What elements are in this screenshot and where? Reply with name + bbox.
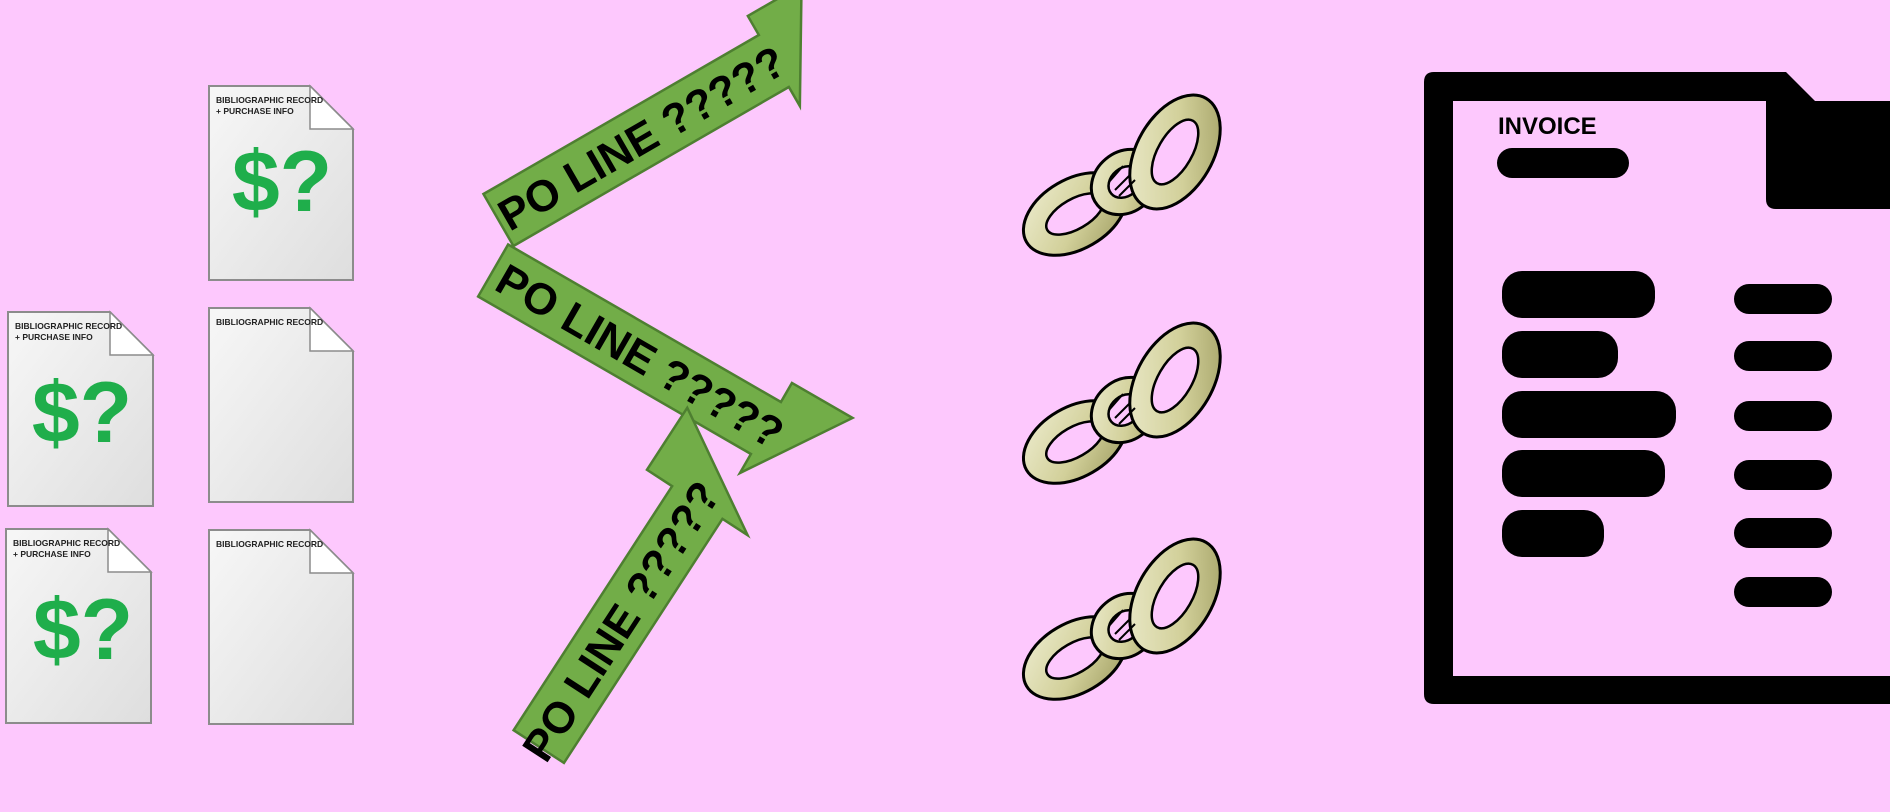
invoice-item-bar bbox=[1502, 331, 1618, 378]
invoice-amount-bar bbox=[1734, 577, 1832, 607]
invoice-amount-bar bbox=[1734, 460, 1832, 490]
doc-header-line2: + PURCHASE INFO bbox=[13, 549, 91, 559]
invoice-amount-bar bbox=[1734, 401, 1832, 431]
chain-link-icon bbox=[1007, 305, 1241, 502]
doc-header-line1: BIBLIOGRAPHIC RECORD bbox=[15, 321, 122, 331]
bibliographic-record-document: BIBLIOGRAPHIC RECORD bbox=[208, 528, 355, 725]
bibliographic-record-document: BIBLIOGRAPHIC RECORD + PURCHASE INFO $? bbox=[7, 310, 155, 507]
invoice-amount-bar bbox=[1734, 341, 1832, 371]
arrow-label: PO LINE ????? bbox=[490, 37, 794, 241]
po-line-arrow: PO LINE ????? bbox=[511, 405, 751, 770]
chain-link-icon bbox=[1007, 77, 1241, 274]
doc-header-line1: BIBLIOGRAPHIC RECORD bbox=[216, 539, 323, 549]
bibliographic-record-document: BIBLIOGRAPHIC RECORD + PURCHASE INFO $? bbox=[5, 527, 153, 724]
invoice-amount-bar bbox=[1734, 284, 1832, 314]
invoice-amount-bar bbox=[1734, 518, 1832, 548]
price-unknown-label: $? bbox=[232, 134, 332, 230]
invoice-item-bar bbox=[1502, 391, 1676, 438]
invoice-item-bar bbox=[1502, 450, 1665, 497]
chain-link-icon bbox=[1007, 521, 1241, 718]
doc-header-line1: BIBLIOGRAPHIC RECORD bbox=[13, 538, 120, 548]
invoice-line-bar bbox=[1497, 148, 1629, 178]
doc-header-line1: BIBLIOGRAPHIC RECORD bbox=[216, 317, 323, 327]
price-unknown-label: $? bbox=[33, 582, 133, 678]
invoice-title: INVOICE bbox=[1498, 113, 1597, 140]
po-line-arrow: PO LINE ????? bbox=[481, 0, 803, 248]
invoice-item-bar bbox=[1502, 271, 1655, 318]
invoice-document: INVOICE bbox=[1424, 72, 1890, 704]
invoice-item-bar bbox=[1502, 510, 1604, 557]
bibliographic-record-document: BIBLIOGRAPHIC RECORD bbox=[208, 306, 355, 503]
price-unknown-label: $? bbox=[32, 365, 132, 461]
doc-header-line2: + PURCHASE INFO bbox=[15, 332, 93, 342]
arrow-label: PO LINE ????? bbox=[513, 473, 730, 770]
doc-header-line1: BIBLIOGRAPHIC RECORD bbox=[216, 95, 323, 105]
doc-header-line2: + PURCHASE INFO bbox=[216, 106, 294, 116]
bibliographic-record-document: BIBLIOGRAPHIC RECORD + PURCHASE INFO $? bbox=[208, 84, 355, 281]
arrow-label: PO LINE ????? bbox=[488, 255, 792, 459]
